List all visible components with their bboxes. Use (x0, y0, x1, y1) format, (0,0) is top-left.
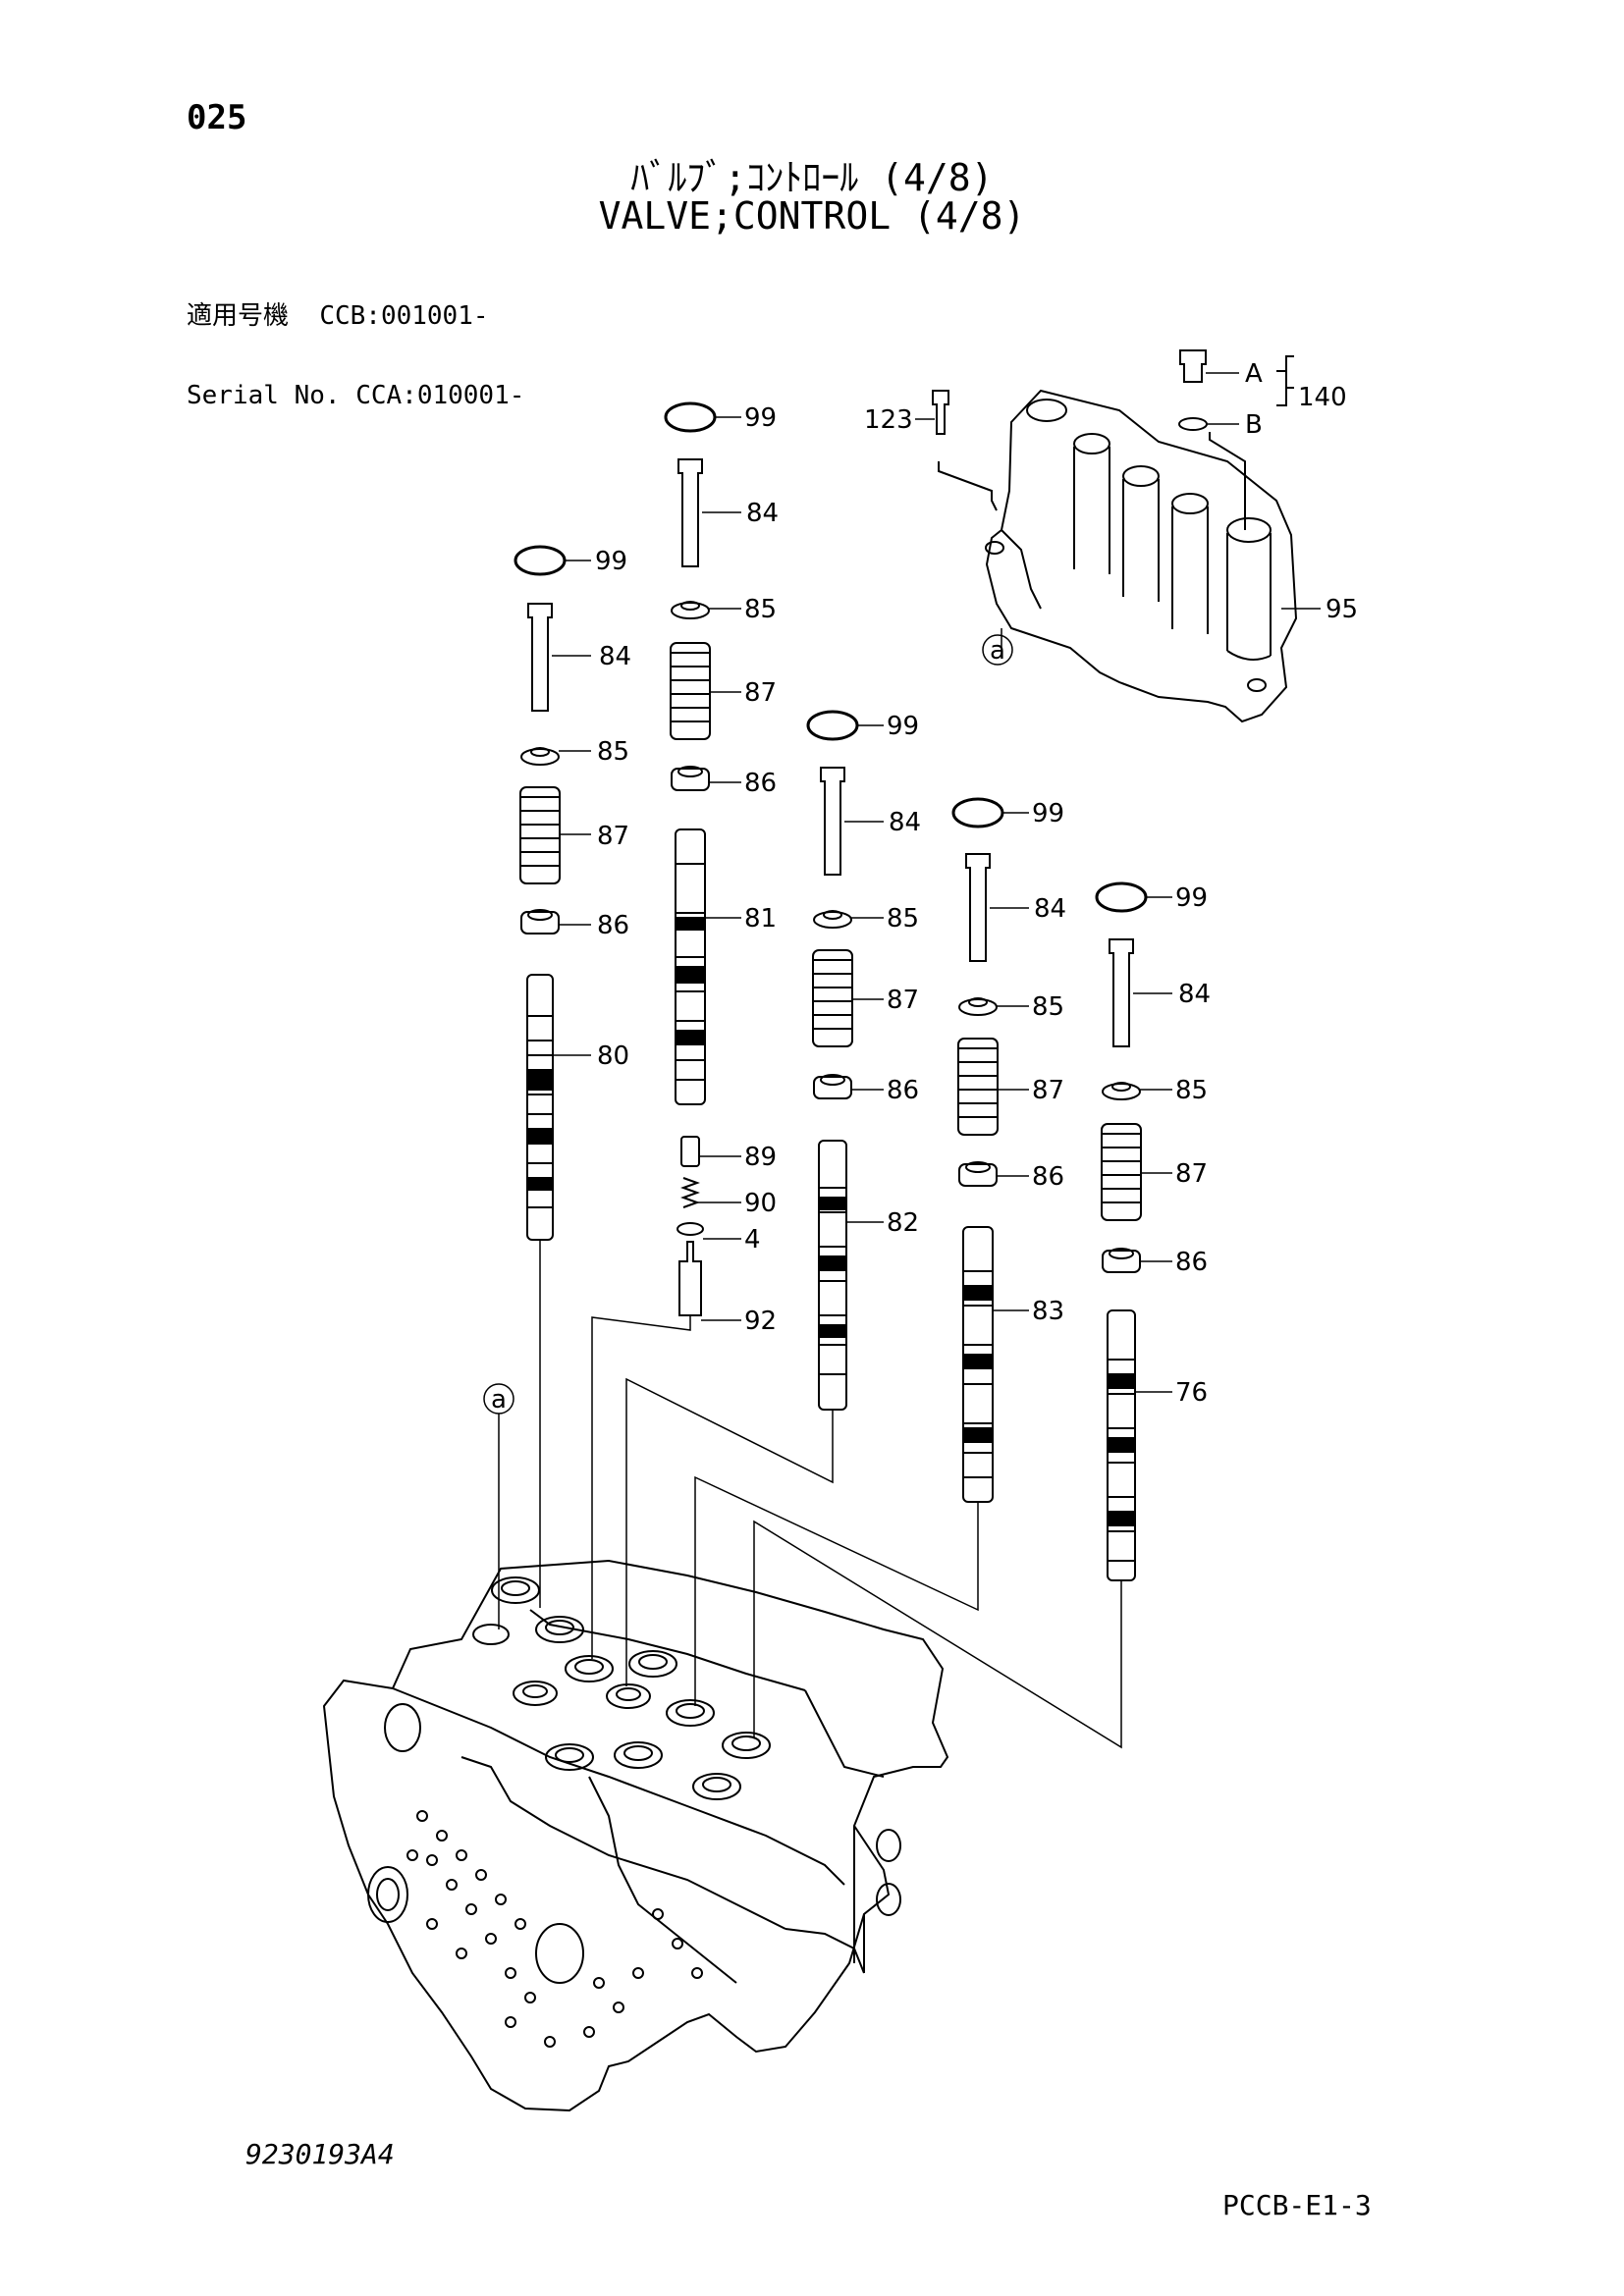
page-code: PCCB-E1-3 (1222, 2189, 1372, 2221)
o-ring-99-5 (1095, 881, 1148, 913)
spring-87-2 (670, 642, 711, 740)
label-87: 87 (744, 678, 777, 708)
plug-92 (678, 1241, 702, 1316)
plug-84-3 (820, 767, 845, 876)
label-B: B (1245, 410, 1263, 440)
label-83: 83 (1032, 1297, 1064, 1326)
plug-84-1 (527, 603, 553, 712)
label-99: 99 (744, 403, 777, 433)
label-92: 92 (744, 1307, 777, 1336)
label-87: 87 (1175, 1159, 1208, 1189)
retainer-86-4 (958, 1163, 998, 1187)
o-ring-99-3 (806, 710, 859, 741)
label-84: 84 (889, 808, 921, 837)
cover-95 (985, 389, 1298, 723)
label-84: 84 (1178, 980, 1211, 1009)
spring-87-3 (812, 949, 853, 1047)
label-123: 123 (864, 405, 913, 435)
retainer-86-5 (1102, 1250, 1141, 1273)
bolt-123 (932, 390, 998, 511)
serial-applicability: 適用号機 CCB:001001- Serial No. CCA:010001- (187, 250, 524, 436)
retainer-86-2 (671, 768, 710, 791)
label-87: 87 (1032, 1076, 1064, 1105)
o-ring-99-1 (514, 545, 567, 576)
label-85: 85 (597, 737, 629, 767)
valve-body-housing (322, 1559, 949, 2112)
body-port-holes (406, 1810, 703, 2048)
label-A: A (1245, 359, 1263, 389)
o-ring-99-2 (664, 401, 717, 433)
spool-80 (526, 974, 554, 1241)
label-86: 86 (1175, 1248, 1208, 1277)
label-86: 86 (1032, 1162, 1064, 1192)
label-86: 86 (887, 1076, 919, 1105)
serial-ccb: CCB:001001- (319, 301, 489, 331)
retainer-86-1 (520, 911, 560, 934)
label-ref-a: a (990, 636, 1005, 666)
label-86: 86 (597, 911, 629, 940)
label-95: 95 (1326, 595, 1358, 624)
ref-circle-a-upper (982, 634, 1013, 666)
title-english: VALVE;CONTROL (4/8) (598, 194, 1026, 238)
callout-labels: 99 84 85 87 86 80 99 84 85 87 86 81 89 9… (491, 359, 1358, 1415)
label-80: 80 (597, 1041, 629, 1071)
ref-circle-a-lower (483, 1383, 514, 1415)
label-85: 85 (1032, 992, 1064, 1022)
spring-90 (680, 1177, 700, 1208)
serial-row-ccb: 適用号機 CCB:001001- (187, 303, 524, 330)
spool-stack-4 (951, 797, 1004, 1503)
spool-82 (818, 1140, 847, 1411)
label-86: 86 (744, 769, 777, 798)
plug-84-2 (677, 458, 703, 567)
label-99: 99 (1032, 799, 1064, 828)
serial-cca: CCA:010001- (355, 381, 525, 410)
drawing-number: 9230193A4 (245, 2138, 395, 2170)
plug-84-4 (965, 853, 991, 962)
label-4: 4 (744, 1225, 761, 1255)
label-84: 84 (599, 642, 631, 671)
plug-84-5 (1109, 938, 1134, 1047)
plug-140-A (1179, 349, 1207, 383)
label-85: 85 (744, 595, 777, 624)
label-76: 76 (1175, 1378, 1208, 1408)
o-ring-140-B (1178, 417, 1208, 431)
label-99: 99 (1175, 883, 1208, 913)
spring-87-4 (957, 1038, 999, 1136)
projection-lines (498, 1240, 1122, 1749)
page-number: 025 (187, 98, 247, 137)
label-84: 84 (746, 499, 779, 528)
label-99: 99 (887, 712, 919, 741)
serial-row-cca: Serial No. CCA:010001- (187, 383, 524, 409)
label-81: 81 (744, 904, 777, 934)
callout-leaders (552, 372, 1321, 1393)
label-84: 84 (1034, 894, 1066, 924)
label-140: 140 (1298, 383, 1347, 412)
label-87: 87 (597, 822, 629, 851)
spool-stack-5 (1095, 881, 1148, 1581)
o-ring-99-4 (951, 797, 1004, 828)
spool-stack-3 (806, 710, 859, 1411)
label-ref-a: a (491, 1385, 507, 1415)
spring-87-1 (519, 786, 561, 884)
label-90: 90 (744, 1189, 777, 1218)
serial-label-en: Serial No. (187, 381, 341, 410)
label-87: 87 (887, 986, 919, 1015)
label-85: 85 (1175, 1076, 1208, 1105)
spool-stack-1 (514, 545, 567, 1241)
o-ring-4 (677, 1222, 704, 1236)
spring-87-5 (1101, 1123, 1142, 1221)
label-89: 89 (744, 1143, 777, 1172)
label-99: 99 (595, 547, 627, 576)
title-japanese: ﾊﾞﾙﾌﾞ;ｺﾝﾄﾛｰﾙ (4/8) (630, 156, 994, 199)
piston-89 (680, 1136, 700, 1167)
serial-label-jp: 適用号機 (187, 301, 290, 331)
spool-stack-2 (664, 401, 717, 1316)
label-85: 85 (887, 904, 919, 934)
retainer-86-3 (813, 1076, 852, 1099)
label-82: 82 (887, 1208, 919, 1238)
